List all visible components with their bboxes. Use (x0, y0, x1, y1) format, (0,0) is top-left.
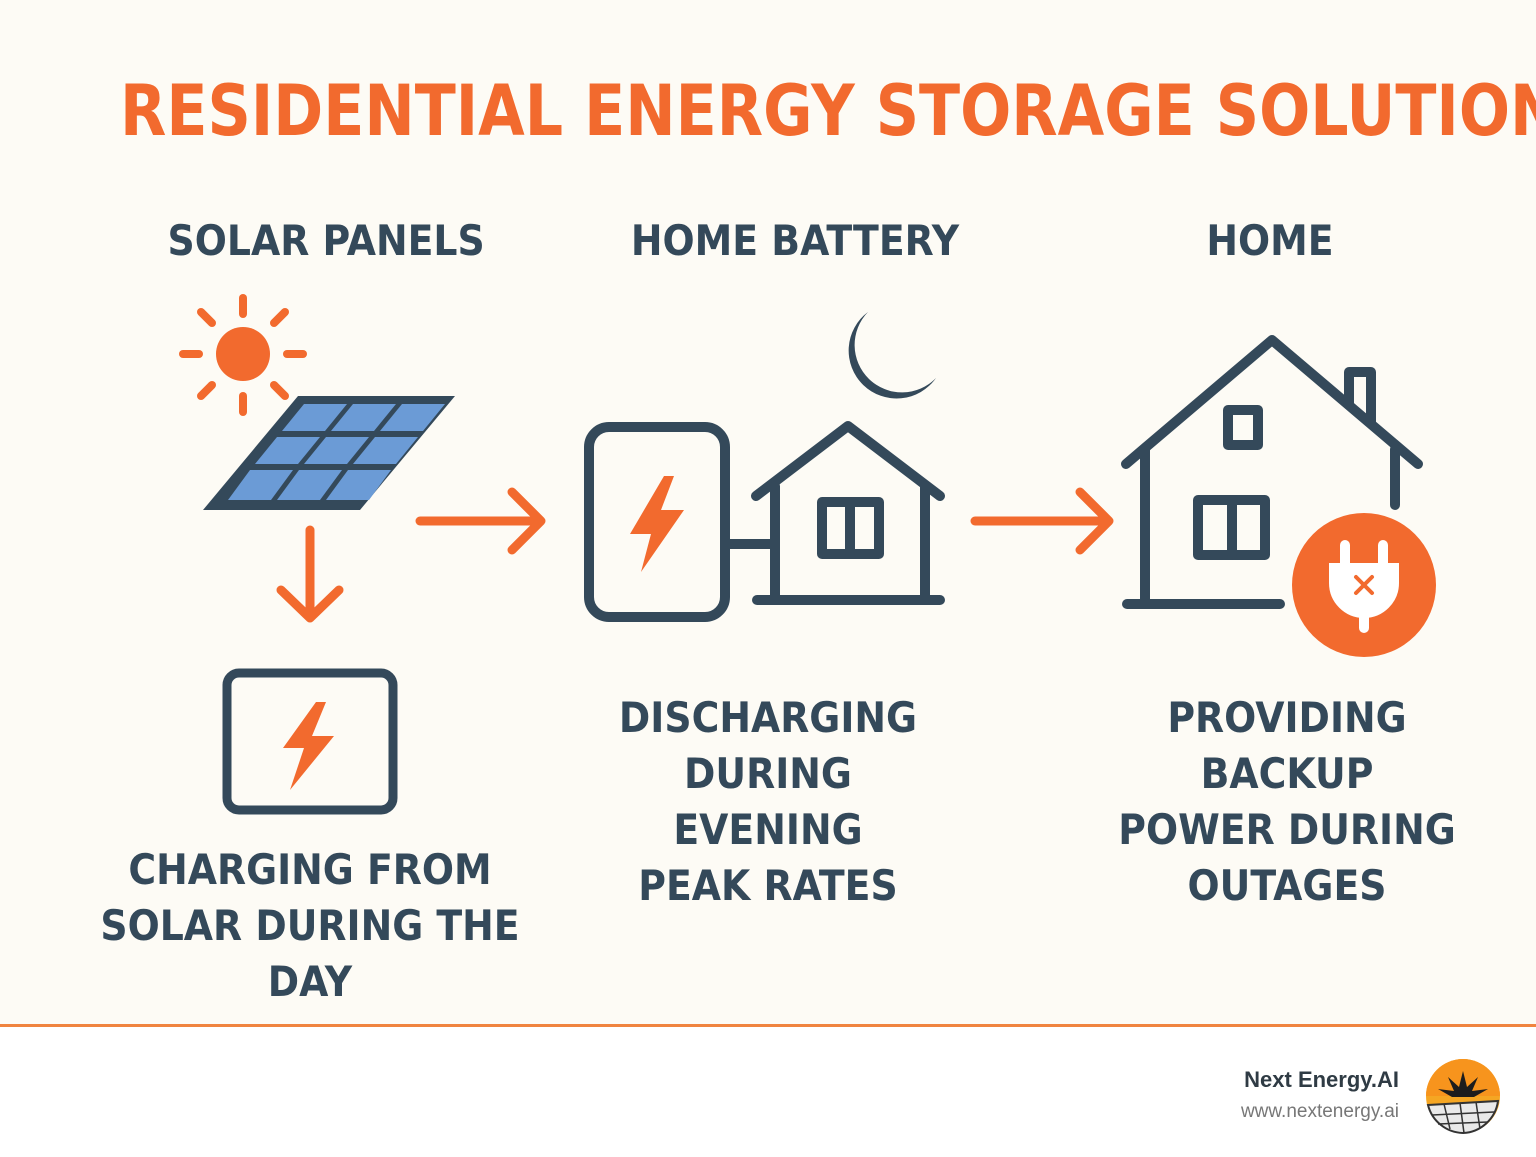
sun-icon (179, 294, 307, 416)
brand-name: Next Energy.AI (1244, 1067, 1399, 1092)
stage-heading-battery: HOME BATTERY (630, 216, 960, 265)
stage-caption-battery: DISCHARGING DURING EVENING PEAK RATES (618, 693, 918, 910)
solar-panel-icon (203, 396, 455, 510)
plug-icon (1292, 513, 1436, 657)
brand-logo-icon (1426, 1059, 1500, 1135)
energy-flow-diagram (179, 294, 1436, 815)
battery-icon (584, 422, 770, 622)
moon-icon (848, 312, 936, 399)
battery-icon (222, 668, 398, 815)
footer: Next Energy.AI www.nextenergy.ai (0, 1024, 1536, 1157)
stage-heading-home: HOME (1206, 216, 1334, 265)
stage-caption-home: PROVIDING BACKUP POWER DURING OUTAGES (1118, 693, 1456, 910)
arrow-down-icon (276, 525, 344, 623)
house-icon (1121, 335, 1423, 609)
brand-url[interactable]: www.nextenergy.ai (1240, 1101, 1399, 1122)
house-icon (751, 421, 945, 605)
arrow-right-icon (970, 487, 1114, 555)
stage-heading-solar: SOLAR PANELS (167, 216, 485, 265)
page-title: RESIDENTIAL ENERGY STORAGE SOLUTIONS (120, 70, 1536, 152)
arrow-right-icon (415, 487, 546, 555)
stage-caption-solar: CHARGING FROM SOLAR DURING THE DAY (100, 845, 520, 1006)
